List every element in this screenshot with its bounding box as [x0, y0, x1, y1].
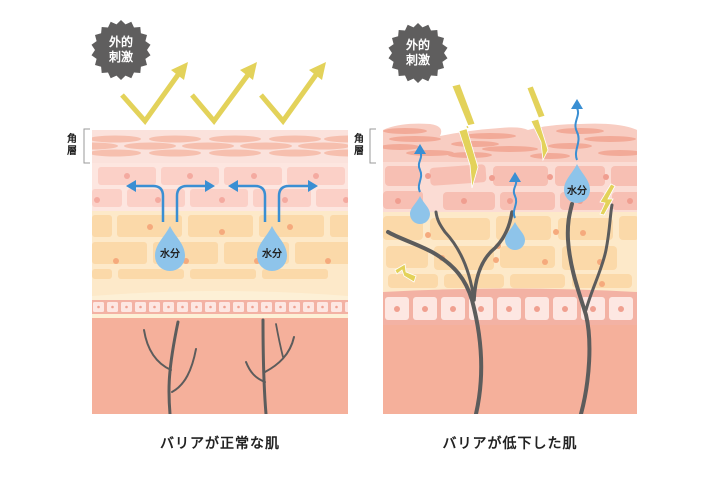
stimulus-arrow-heads: [171, 62, 326, 80]
basal-nucleus: [590, 306, 596, 312]
basal-cell: [637, 297, 661, 320]
caption-damaged-skin: バリアが低下した肌: [442, 436, 578, 452]
stimulus-line1: 外的: [405, 38, 430, 52]
stimulus-line1: 外的: [108, 35, 133, 49]
layer-label-char: 層: [67, 146, 77, 157]
basal-nucleus: [646, 306, 652, 312]
basal-nucleus: [97, 305, 100, 309]
basal-nucleus: [251, 305, 254, 309]
basal-nucleus: [111, 305, 114, 309]
water-drop-right-2: [505, 222, 525, 250]
basal-nucleus: [506, 306, 512, 312]
basal-nucleus: [279, 305, 282, 309]
lightning-bolt-2: [526, 85, 549, 162]
basal-cell: [345, 302, 348, 312]
damaged-pink-nuclei: [395, 173, 633, 204]
water-label-right: 水分: [567, 186, 587, 197]
basal-nucleus: [293, 305, 296, 309]
escape-arrow-heads: [414, 99, 583, 182]
stimulus-line2: 刺激: [405, 53, 430, 67]
beige-cells: [92, 215, 348, 279]
basal-nucleus: [478, 306, 484, 312]
basal-nucleus: [335, 305, 338, 309]
basal-nucleus: [618, 306, 624, 312]
arrow-heads: [126, 180, 318, 192]
basal-nucleus: [181, 305, 184, 309]
external-stimulus-badge-left: [91, 20, 151, 80]
lightning-bolts: [394, 83, 616, 283]
basal-nucleus: [562, 306, 568, 312]
basal-nucleus: [139, 305, 142, 309]
basal-nucleus: [195, 305, 198, 309]
basal-cells: [93, 302, 352, 312]
dermis: [92, 318, 348, 414]
corneum-bracket-right: [369, 128, 376, 164]
normal-skin-panel: [92, 130, 352, 414]
basal-nucleus: [209, 305, 212, 309]
basal-nucleus: [321, 305, 324, 309]
basal-nucleus: [125, 305, 128, 309]
damaged-skin-panel: [383, 123, 661, 414]
dermis-damaged: [383, 325, 637, 414]
water-drops-right: [410, 164, 590, 250]
water-drop-right-1: [410, 196, 430, 224]
water-drop-left-2: [257, 226, 287, 271]
basal-nucleus: [394, 306, 400, 312]
nerve-fibers: [143, 318, 295, 414]
basal-nucleus: [265, 305, 268, 309]
layer-label-char: 角: [67, 134, 77, 145]
damaged-basal-cells: [385, 297, 661, 320]
reflected-stimulus-arrows: [120, 70, 321, 126]
extended-nerve-fibers: [386, 202, 614, 414]
corneum-cells: [92, 135, 348, 157]
layer-label-left: 角 層: [66, 134, 78, 158]
layer-label-char: 角: [354, 134, 364, 145]
lightning-bolt-4: [394, 263, 417, 283]
basal-nucleus: [534, 306, 540, 312]
external-stimulus-badge-right: [388, 23, 448, 83]
basal-nucleus: [349, 306, 352, 309]
basal-nucleus: [307, 305, 310, 309]
water-label-left-1: 水分: [160, 249, 180, 260]
lightning-bolt-3: [599, 183, 616, 216]
layer-label-right: 角 層: [353, 134, 365, 158]
stimulus-label-right: 外的 刺激: [388, 38, 448, 68]
basal-nucleus: [223, 305, 226, 309]
basal-nucleus: [153, 305, 156, 309]
stimulus-label-left: 外的 刺激: [91, 35, 151, 65]
stimulus-line2: 刺激: [108, 50, 133, 64]
pink-nuclei: [94, 173, 348, 203]
water-label-left-2: 水分: [262, 249, 282, 260]
layer-label-char: 層: [354, 146, 364, 157]
water-retained-arrows: [133, 184, 308, 222]
damaged-beige-cells: [383, 216, 637, 288]
basal-nucleus: [167, 305, 170, 309]
lightning-bolt-1: [451, 83, 479, 189]
basal-nucleus: [422, 306, 428, 312]
corneum-bracket-left: [83, 128, 90, 164]
caption-normal-skin: バリアが正常な肌: [160, 436, 280, 452]
water-escaping-arrows: [417, 107, 580, 219]
basal-nucleus: [237, 305, 240, 309]
basal-nucleus: [450, 306, 456, 312]
water-drop-right-labeled: [564, 164, 590, 203]
water-drop-left-1: [155, 226, 185, 271]
